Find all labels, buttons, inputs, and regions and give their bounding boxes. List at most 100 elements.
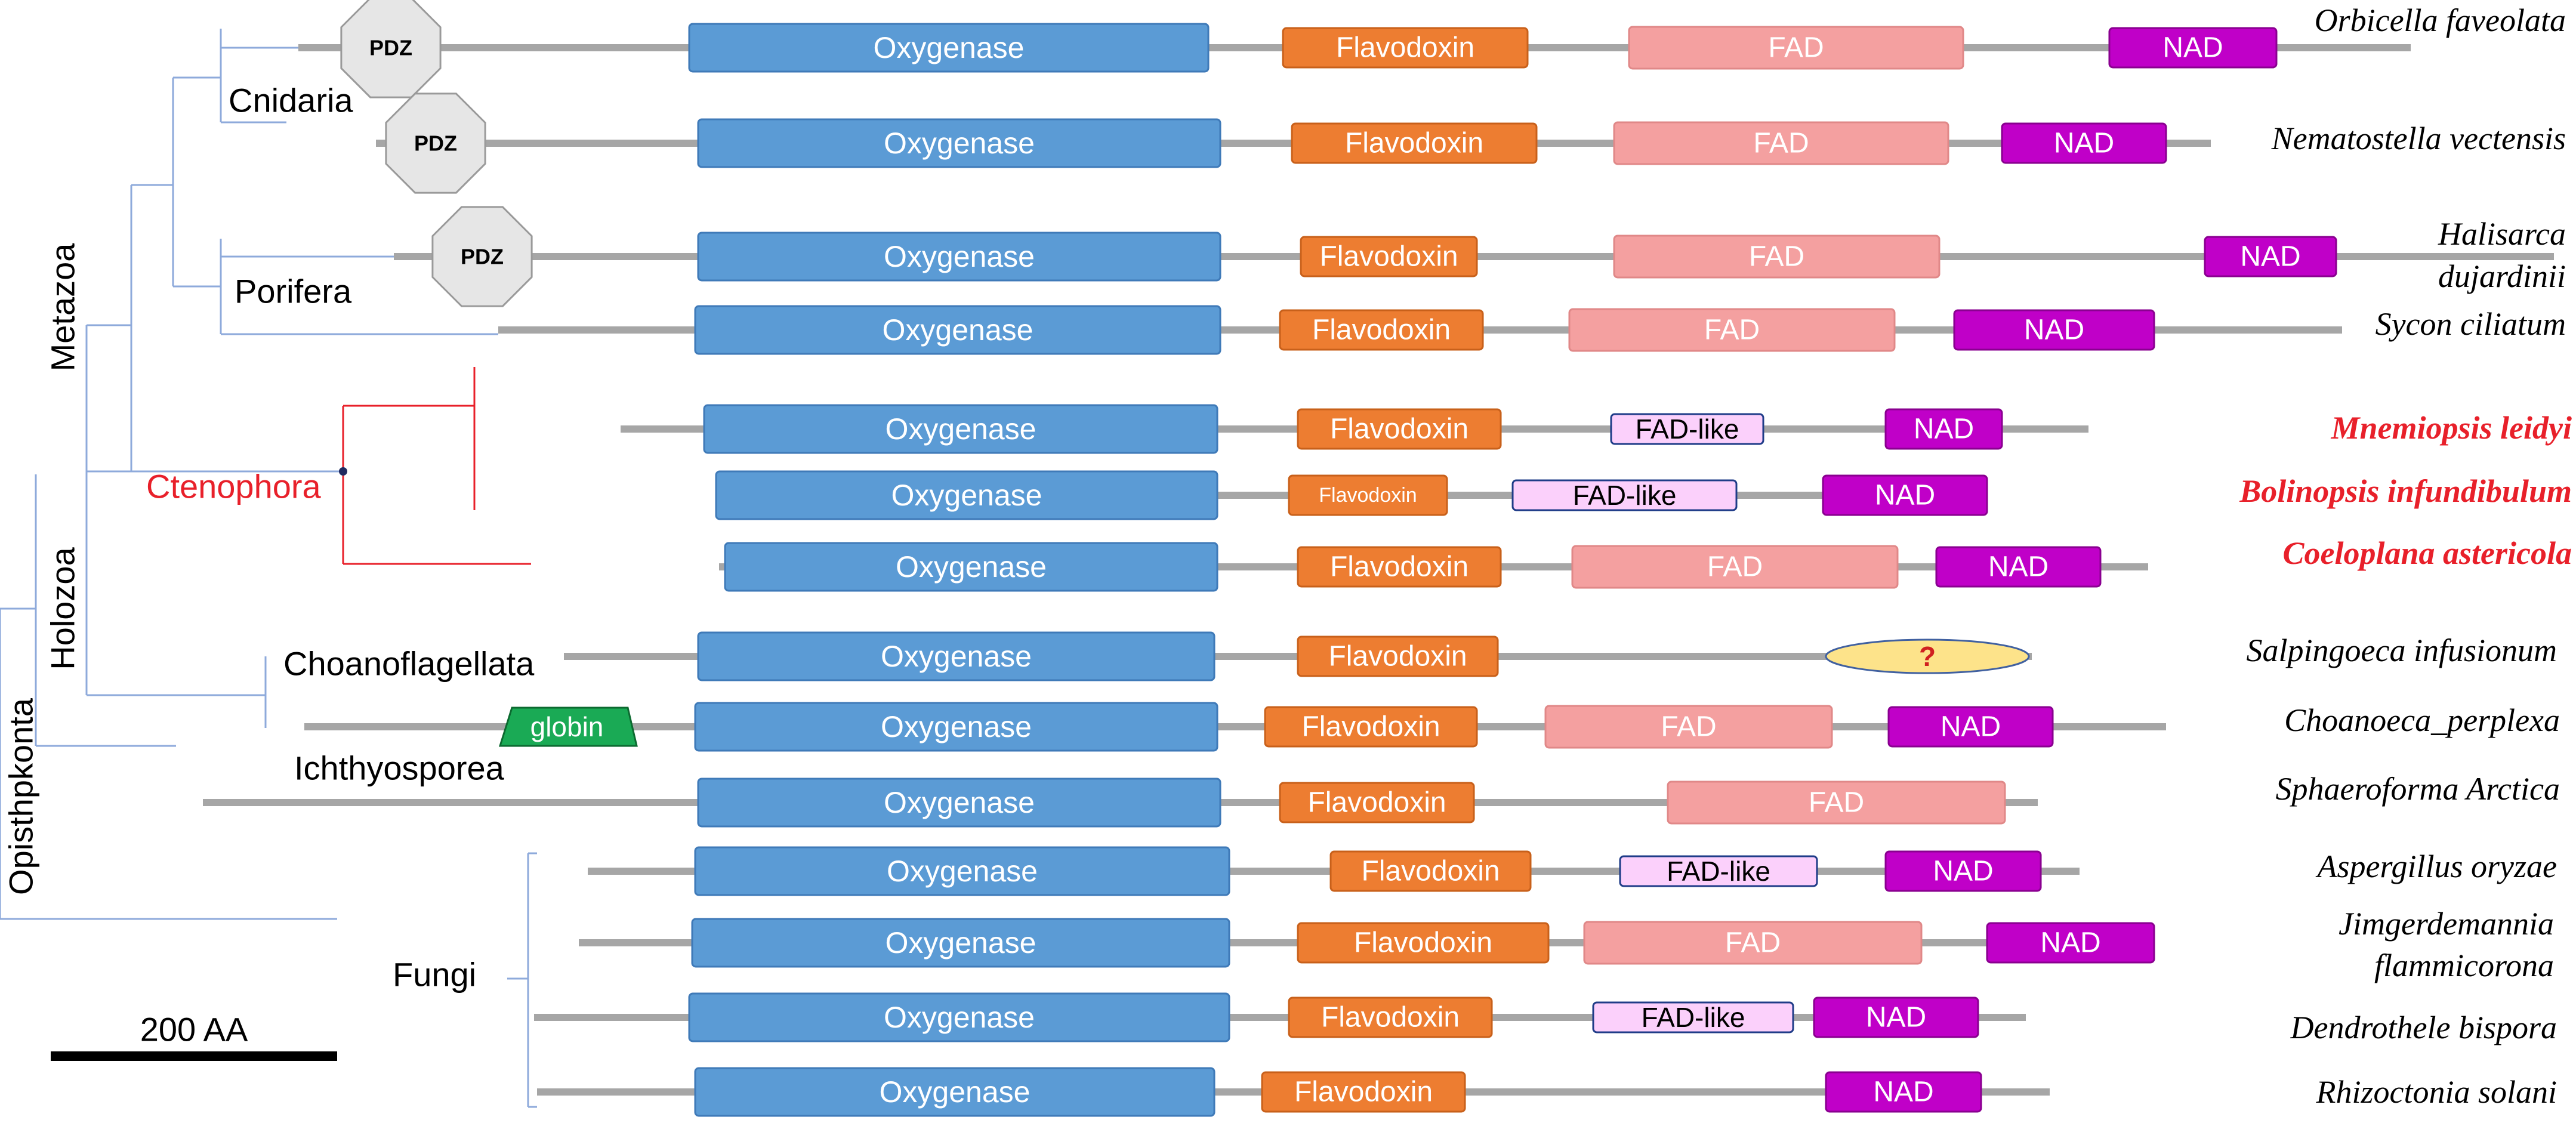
flavodoxin-domain-label: Flavodoxin bbox=[1354, 927, 1492, 959]
nad-domain bbox=[1884, 850, 2042, 892]
species-label: dujardinii bbox=[2438, 258, 2566, 294]
oxygenase-domain bbox=[697, 118, 1221, 168]
pdz-domain bbox=[340, 0, 442, 98]
flavodoxin-domain bbox=[1300, 236, 1478, 277]
scale-bar-label: 200 AA bbox=[140, 1011, 248, 1048]
flavodoxin-domain-label: Flavodoxin bbox=[1319, 484, 1417, 507]
scale-bar-group: 200 AA bbox=[51, 1011, 337, 1061]
oxygenase-domain-label: Oxygenase bbox=[884, 1001, 1035, 1034]
pdz-domain-label: PDZ bbox=[461, 245, 504, 269]
fad-like-domain bbox=[1610, 413, 1764, 445]
oxygenase-domain-label: Oxygenase bbox=[880, 1075, 1031, 1109]
oxygenase-domain bbox=[697, 631, 1215, 681]
nad-domain-label: NAD bbox=[1933, 856, 1993, 887]
nad-domain bbox=[1887, 706, 2054, 748]
flavodoxin-domain-label: Flavodoxin bbox=[1328, 641, 1467, 672]
flavodoxin-domain bbox=[1279, 782, 1475, 823]
species-label: flammicorona bbox=[2374, 948, 2554, 983]
species-label: Coeloplana astericola bbox=[2283, 535, 2572, 571]
oxygenase-domain bbox=[688, 23, 1210, 73]
oxygenase-domain-label: Oxygenase bbox=[886, 926, 1036, 960]
clade-label-ctenophora: Ctenophora bbox=[146, 468, 322, 505]
fad-like-domain bbox=[1619, 855, 1818, 887]
species-label: Jimgerdemannia bbox=[2339, 906, 2554, 942]
fad-domain bbox=[1544, 705, 1833, 749]
nad-domain bbox=[2204, 236, 2337, 277]
protein-row: Oxygenase Flavodoxin? bbox=[564, 631, 2032, 681]
oxygenase-domain-label: Oxygenase bbox=[874, 31, 1025, 64]
fad-like-domain-label: FAD-like bbox=[1573, 480, 1677, 511]
nad-domain-label: NAD bbox=[1875, 480, 1935, 511]
nad-domain-label: NAD bbox=[1941, 711, 2001, 743]
flavodoxin-domain bbox=[1329, 850, 1532, 892]
flavodoxin-domain bbox=[1261, 1071, 1466, 1113]
species-label: Salpingoeca infusionum bbox=[2247, 633, 2557, 668]
species-label: Rhizoctonia solani bbox=[2316, 1074, 2558, 1110]
fad-like-domain-label: FAD-like bbox=[1667, 856, 1770, 887]
nad-domain-label: NAD bbox=[2024, 314, 2084, 346]
oxygenase-domain-label: Oxygenase bbox=[896, 550, 1047, 584]
flavodoxin-domain-label: Flavodoxin bbox=[1312, 314, 1451, 346]
fad-like-domain bbox=[1592, 1001, 1794, 1033]
nad-domain-label: NAD bbox=[1873, 1076, 1933, 1108]
flavodoxin-domain-label: Flavodoxin bbox=[1345, 128, 1483, 159]
nad-domain bbox=[1825, 1071, 1982, 1113]
clade-label-fungi: Fungi bbox=[393, 956, 476, 994]
flavodoxin-domain-label: Flavodoxin bbox=[1330, 551, 1469, 583]
oxygenase-domain bbox=[697, 232, 1221, 282]
fad-like-domain-label: FAD-like bbox=[1636, 414, 1739, 445]
oxygenase-domain bbox=[715, 470, 1218, 520]
flavodoxin-domain bbox=[1264, 706, 1478, 748]
clade-label-choanoflagellata: Choanoflagellata bbox=[283, 645, 535, 683]
protein-row: Oxygenase Flavodoxin NAD bbox=[537, 1067, 2050, 1117]
oxygenase-domain bbox=[724, 542, 1218, 592]
oxygenase-domain-label: Oxygenase bbox=[884, 127, 1035, 160]
fad-domain bbox=[1628, 26, 1964, 70]
flavodoxin-domain-label: Flavodoxin bbox=[1319, 241, 1458, 273]
flavodoxin-domain-label: Flavodoxin bbox=[1307, 787, 1446, 819]
flavodoxin-domain-label: Flavodoxin bbox=[1294, 1076, 1433, 1108]
oxygenase-domain bbox=[688, 992, 1230, 1042]
nad-domain bbox=[1884, 408, 2003, 450]
oxygenase-domain-label: Oxygenase bbox=[886, 412, 1036, 446]
oxygenase-domain bbox=[694, 1067, 1215, 1117]
flavodoxin-domain bbox=[1291, 122, 1538, 164]
nad-domain bbox=[1986, 922, 2155, 964]
fad-domain-label: FAD bbox=[1661, 711, 1716, 743]
nad-domain bbox=[1953, 309, 2155, 351]
fad-domain-label: FAD bbox=[1749, 241, 1804, 273]
flavodoxin-domain-label: Flavodoxin bbox=[1336, 32, 1474, 64]
oxygenase-domain-label: Oxygenase bbox=[881, 710, 1032, 743]
species-label: Sphaeroforma Arctica bbox=[2276, 771, 2560, 807]
species-label: Sycon ciliatum bbox=[2376, 306, 2566, 342]
protein-row: PDZ Oxygenase Flavodoxin FAD NAD bbox=[394, 206, 2554, 307]
species-label: Bolinopsis infundibulum bbox=[2239, 473, 2572, 509]
nad-domain-label: NAD bbox=[2240, 241, 2300, 273]
oxygenase-domain bbox=[697, 778, 1221, 828]
fad-domain-label: FAD bbox=[1809, 787, 1864, 819]
oxygenase-domain-label: Oxygenase bbox=[881, 640, 1032, 673]
pdz-domain bbox=[431, 206, 533, 307]
nad-domain bbox=[2108, 27, 2278, 69]
flavodoxin-domain-label: Flavodoxin bbox=[1321, 1002, 1460, 1033]
species-label: Nematostella vectensis bbox=[2271, 121, 2566, 156]
unknown-domain-label: ? bbox=[1919, 641, 1936, 672]
fad-domain-label: FAD bbox=[1768, 32, 1824, 64]
clade-label-opisthokonta: Opisthpkonta bbox=[2, 698, 40, 895]
flavodoxin-domain bbox=[1288, 996, 1493, 1038]
nad-domain-label: NAD bbox=[1988, 551, 2049, 583]
pdz-domain-label: PDZ bbox=[369, 36, 412, 60]
fad-domain bbox=[1571, 545, 1899, 589]
oxygenase-domain-label: Oxygenase bbox=[884, 786, 1035, 819]
nad-domain bbox=[2001, 122, 2167, 164]
flavodoxin-domain-label: Flavodoxin bbox=[1301, 711, 1440, 743]
oxygenase-domain bbox=[691, 918, 1230, 968]
clade-label-holozoa: Holozoa bbox=[44, 547, 82, 670]
oxygenase-domain-label: Oxygenase bbox=[884, 240, 1035, 273]
